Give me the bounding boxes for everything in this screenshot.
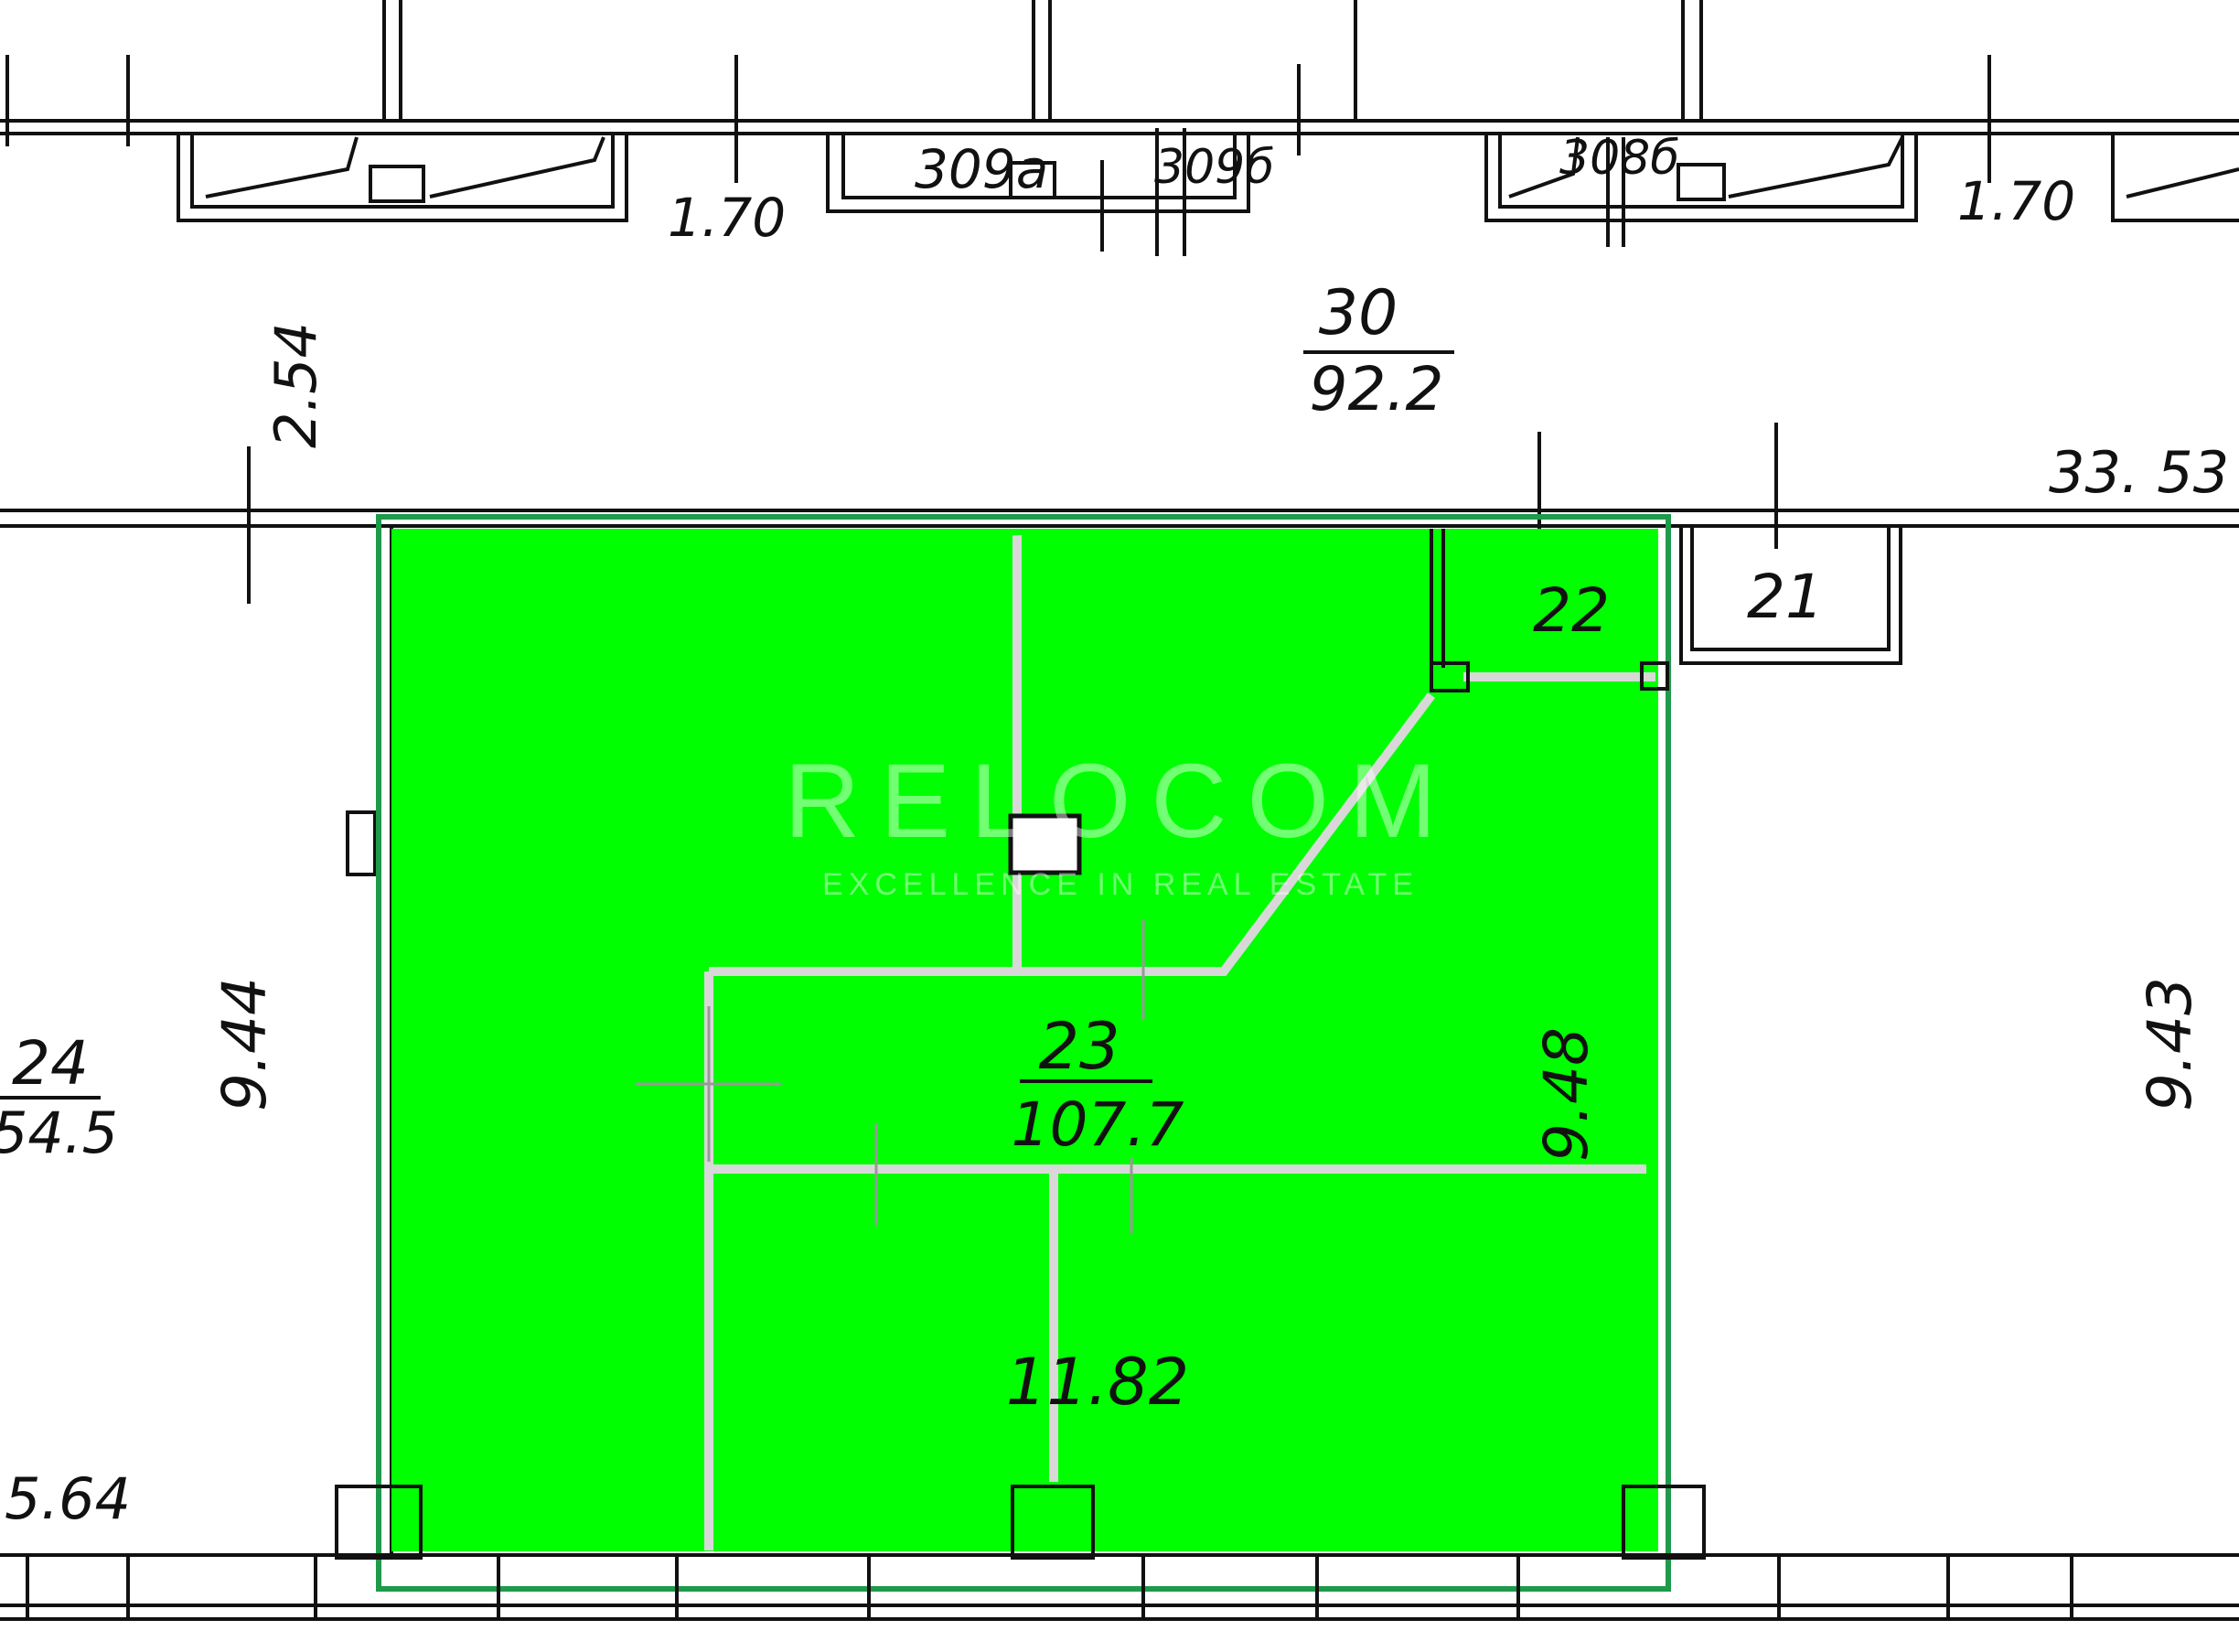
dim-1-70-left: 1.70 [668,187,786,249]
partition-marks [636,919,1145,1233]
watermark-tagline: EXCELLENCE IN REAL ESTATE [822,867,1419,902]
room-22-label: 22 [1533,575,1610,646]
dim-9-43: 9.43 [2135,977,2205,1111]
dim-33-53: 33. 53 [2049,439,2229,506]
corridor-area: 92.2 [1310,354,1444,424]
watermark-brand: RELOCOM [784,743,1456,860]
room-24-number: 24 [12,1028,89,1099]
highlight-fill [391,529,1658,1551]
top-window-niches [177,128,2239,256]
dim-1-70-right: 1.70 [1957,170,2075,232]
corridor-number: 30 [1319,277,1398,349]
room-24-outline [346,526,393,1555]
dim-5-64: 5.64 [5,1465,131,1532]
dim-9-48: 9.48 [1531,1027,1602,1162]
dim-11-82: 11.82 [1006,1345,1189,1420]
room-308b-label: 308б [1559,131,1679,186]
room-22-outline [1430,529,1669,692]
room-21-label: 21 [1747,562,1824,632]
dim-9-44: 9.44 [209,977,280,1111]
highlight-area [376,514,1671,1592]
central-column [1008,813,1082,875]
room-24-area: 54.5 [0,1100,118,1166]
plan-labels: 309a 309б 308б 1.70 1.70 30 92.2 2.54 33… [0,131,2229,1532]
room-309a-label: 309a [915,138,1048,200]
room-23-number: 23 [1038,1009,1120,1084]
dim-2-54: 2.54 [262,322,329,448]
watermark: RELOCOM EXCELLENCE IN REAL ESTATE [784,743,1456,902]
room-309b-label: 309б [1154,140,1274,195]
highlight-outline [376,514,1671,1592]
room-21-outline [1679,524,1902,665]
bottom-wall [0,1485,2239,1621]
room-23-area: 107.7 [1012,1089,1184,1160]
